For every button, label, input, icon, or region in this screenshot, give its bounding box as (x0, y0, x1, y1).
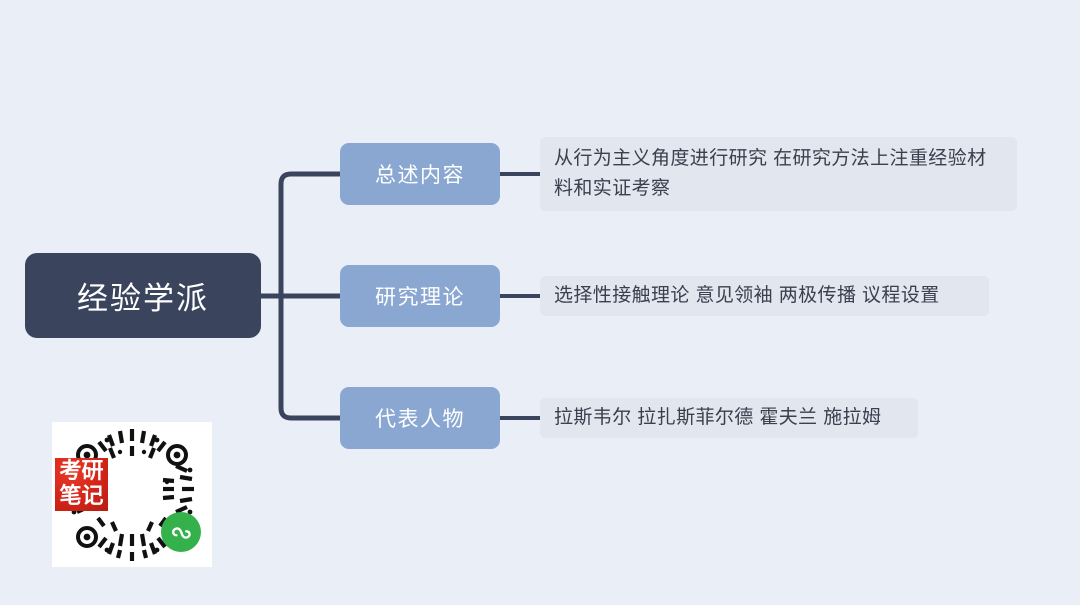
branch-node-3-label: 代表人物 (375, 408, 465, 431)
wechat-mini-program-badge-icon (161, 512, 201, 552)
branch-node-2[interactable]: 研究理论 (340, 265, 500, 327)
detail-box-1[interactable]: 从行为主义角度进行研究 在研究方法上注重经验材料和实证考察 (540, 137, 1017, 211)
connector-branch-3 (278, 293, 343, 421)
detail-box-1-text: 从行为主义角度进行研究 在研究方法上注重经验材料和实证考察 (554, 147, 987, 199)
branch-node-1-label: 总述内容 (375, 164, 465, 187)
detail-box-3[interactable]: 拉斯韦尔 拉扎斯菲尔德 霍夫兰 施拉姆 (540, 398, 918, 438)
mini-program-glyph (172, 527, 191, 539)
branch-node-3[interactable]: 代表人物 (340, 387, 500, 449)
branch-node-2-label: 研究理论 (375, 286, 465, 309)
detail-box-2-text: 选择性接触理论 意见领袖 两极传播 议程设置 (554, 284, 940, 306)
branch-node-1[interactable]: 总述内容 (340, 143, 500, 205)
root-node[interactable]: 经验学派 (25, 253, 261, 338)
connector-branch-1 (278, 171, 343, 299)
detail-box-2[interactable]: 选择性接触理论 意见领袖 两极传播 议程设置 (540, 276, 989, 316)
root-node-label: 经验学派 (77, 281, 209, 316)
qr-seal-logo: 考研笔记 (55, 458, 108, 511)
qr-seal-text: 考研笔记 (59, 458, 104, 509)
detail-box-3-text: 拉斯韦尔 拉扎斯菲尔德 霍夫兰 施拉姆 (554, 406, 882, 428)
